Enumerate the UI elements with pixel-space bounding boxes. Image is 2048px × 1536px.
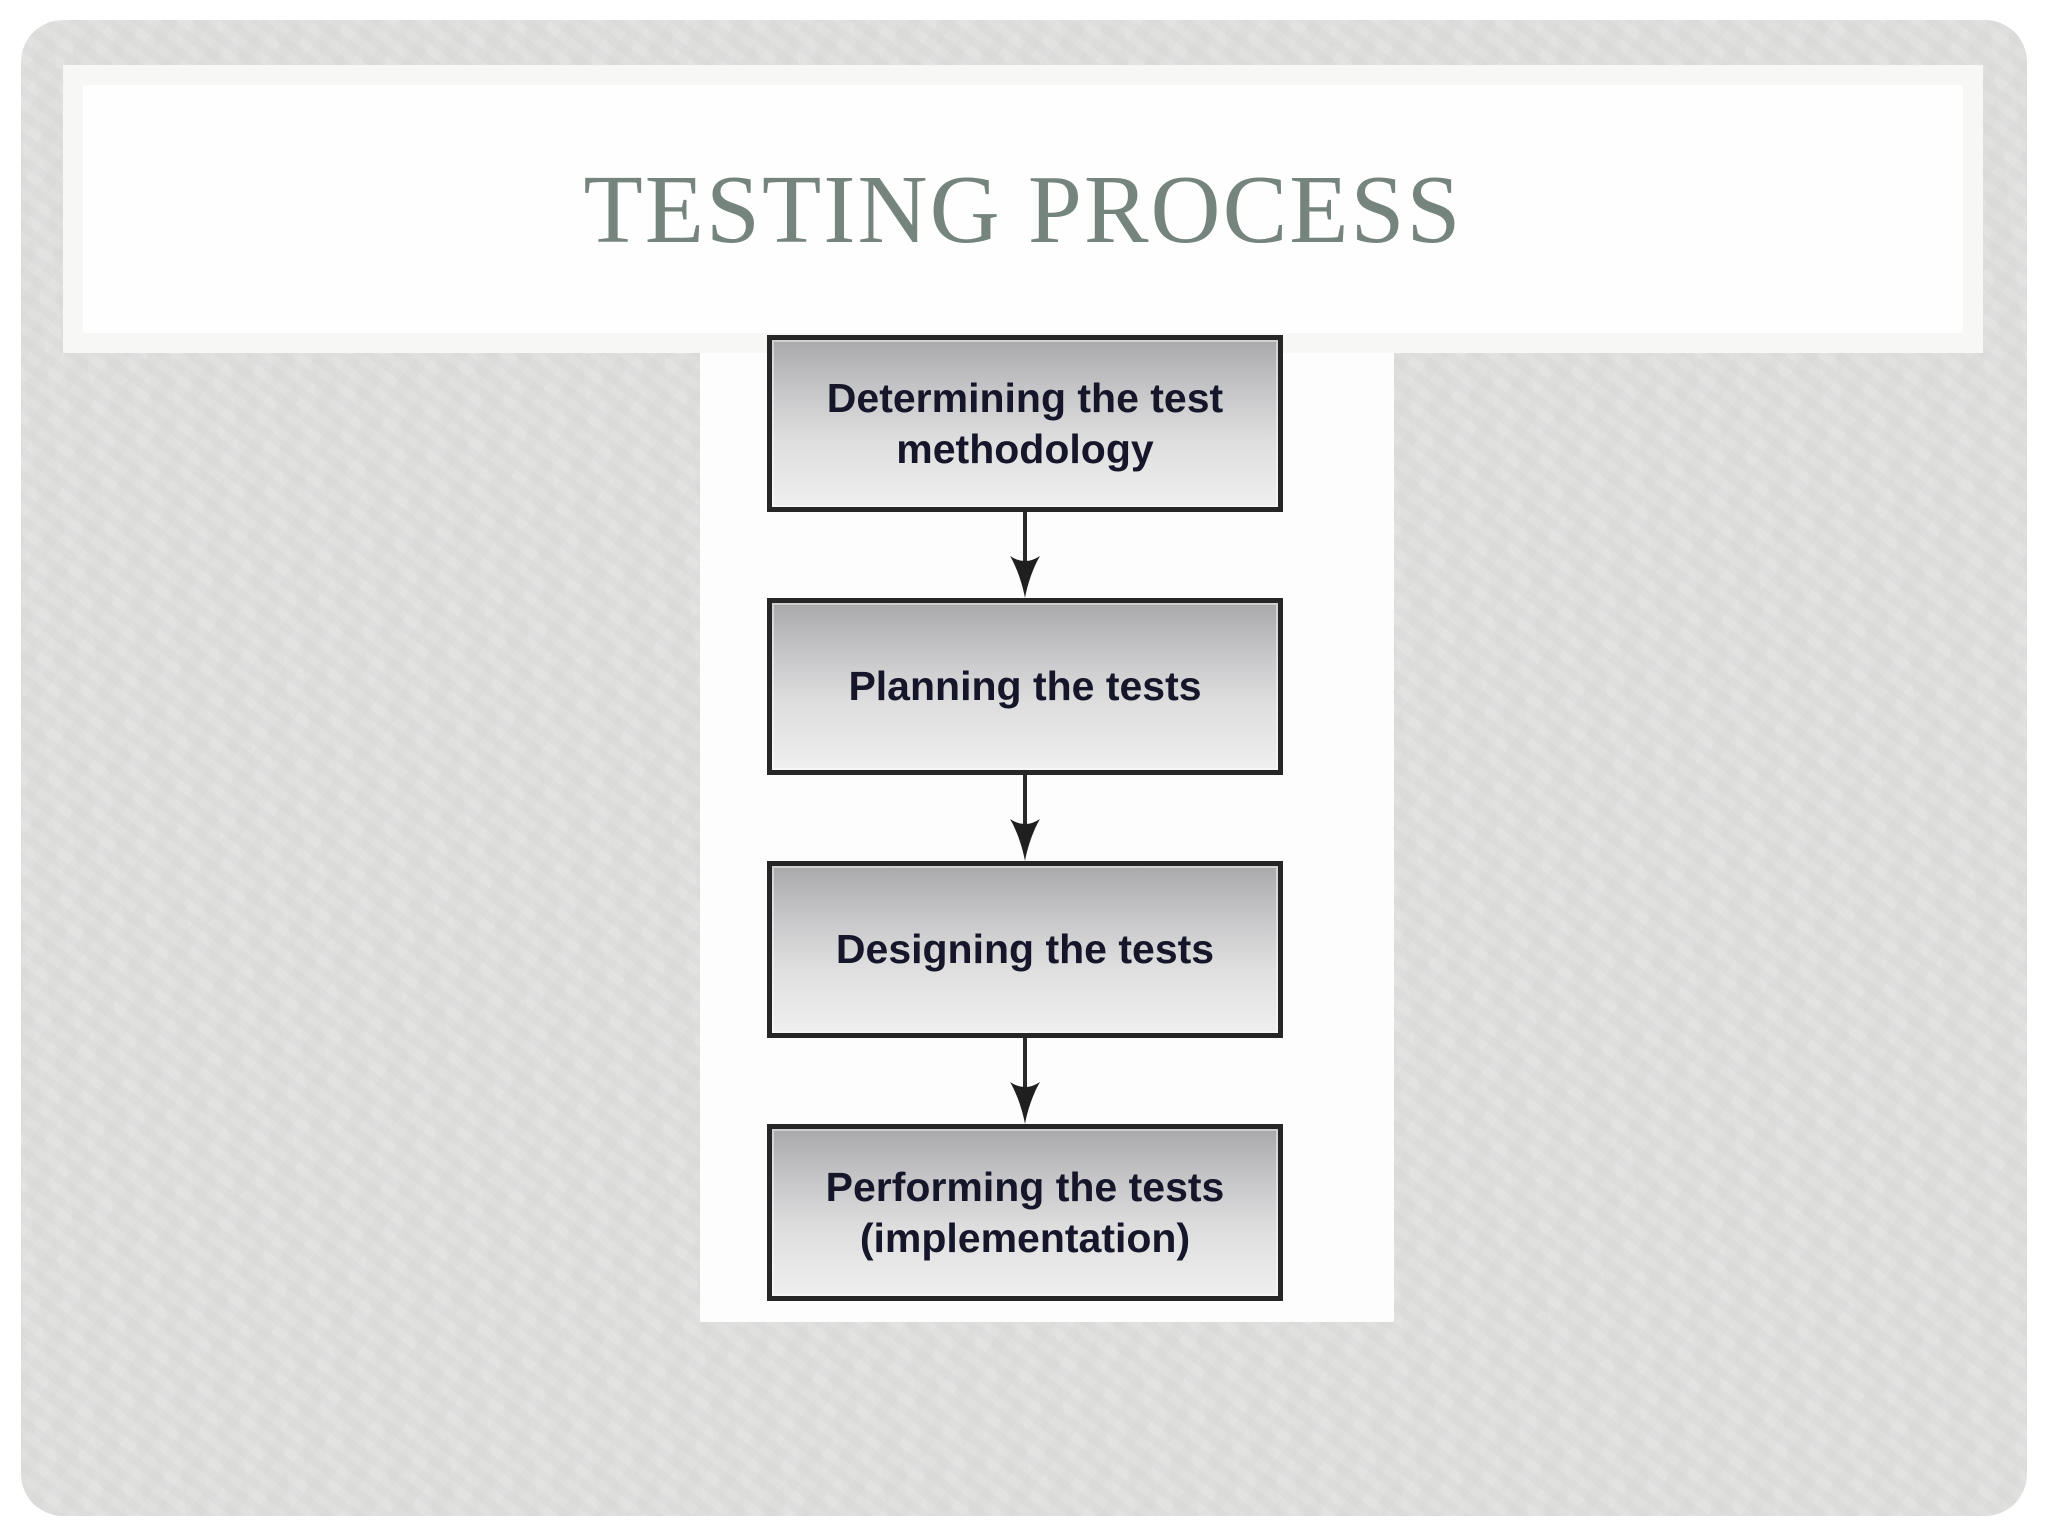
down-arrow-icon bbox=[1010, 775, 1040, 861]
slide-background: TESTING PROCESS Determining the test met… bbox=[21, 20, 2027, 1516]
connector-slot-1 bbox=[767, 512, 1283, 598]
flow-step-designing: Designing the tests bbox=[767, 861, 1283, 1038]
flow-step-determining-label: Determining the test methodology bbox=[826, 375, 1224, 472]
flow-step-planning: Planning the tests bbox=[767, 598, 1283, 775]
flow-step-performing: Performing the tests (implementation) bbox=[767, 1124, 1283, 1301]
slide-title: TESTING PROCESS bbox=[583, 155, 1463, 263]
flow-step-designing-label: Designing the tests bbox=[835, 926, 1215, 973]
flow-step-determining: Determining the test methodology bbox=[767, 335, 1283, 512]
down-arrow-icon bbox=[1010, 1038, 1040, 1124]
flow-step-planning-label: Planning the tests bbox=[848, 663, 1202, 710]
down-arrow-icon bbox=[1010, 512, 1040, 598]
connector-slot-3 bbox=[767, 1038, 1283, 1124]
flowchart: Determining the test methodology Plannin… bbox=[767, 335, 1283, 1301]
flow-step-performing-label: Performing the tests (implementation) bbox=[825, 1164, 1225, 1261]
connector-slot-2 bbox=[767, 775, 1283, 861]
title-banner: TESTING PROCESS bbox=[63, 65, 1983, 353]
